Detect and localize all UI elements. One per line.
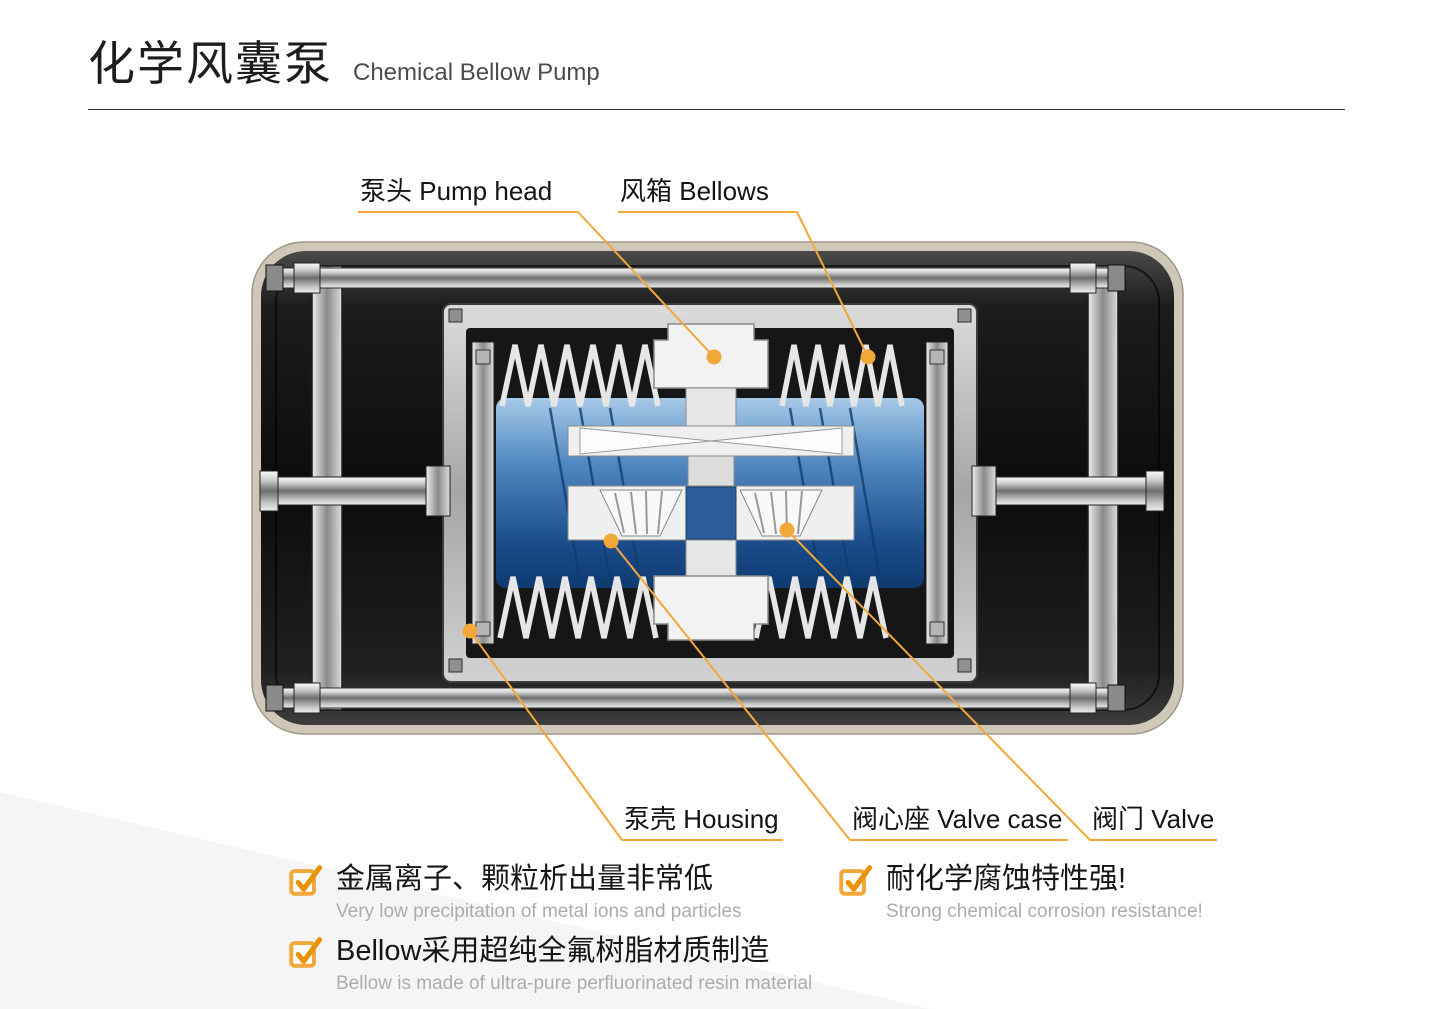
feature-text: 金属离子、颗粒析出量非常低 Very low precipitation of … xyxy=(336,862,742,924)
pump-cross-section-illustration xyxy=(251,241,1184,735)
feature-text-zh: Bellow采用超纯全氟树脂材质制造 xyxy=(336,935,770,967)
feature-text-en: Bellow is made of ultra-pure perfluorina… xyxy=(336,972,813,994)
feature-text: 耐化学腐蚀特性强! Strong chemical corrosion resi… xyxy=(886,862,1203,924)
feature-text-zh: 金属离子、颗粒析出量非常低 xyxy=(336,863,714,895)
checkbox-icon xyxy=(289,937,323,968)
bellows-flanges xyxy=(471,341,949,645)
feature-item-bellow-material: Bellow采用超纯全氟树脂材质制造 Bellow is made of ult… xyxy=(289,934,812,996)
page-title: 化学风囊泵 Chemical Bellow Pump xyxy=(88,40,1345,87)
feature-text-zh: 耐化学腐蚀特性强! xyxy=(886,863,1127,895)
label-housing: 泵壳 Housing xyxy=(624,804,779,834)
feature-text: Bellow采用超纯全氟树脂材质制造 Bellow is made of ult… xyxy=(336,934,812,996)
feature-item-metal-ions: 金属离子、颗粒析出量非常低 Very low precipitation of … xyxy=(289,862,742,924)
feature-text-en: Very low precipitation of metal ions and… xyxy=(336,900,742,922)
page-title-en: Chemical Bellow Pump xyxy=(353,59,600,86)
label-valve: 阀门 Valve xyxy=(1092,804,1215,834)
checkbox-icon xyxy=(289,865,323,896)
header: 化学风囊泵 Chemical Bellow Pump xyxy=(88,40,1345,110)
label-pump-head: 泵头 Pump head xyxy=(360,176,553,206)
bellows-top-left xyxy=(499,344,661,407)
label-bellows: 风箱 Bellows xyxy=(620,176,769,206)
feature-text-en: Strong chemical corrosion resistance! xyxy=(886,900,1203,922)
checkbox-icon xyxy=(839,865,873,896)
header-divider xyxy=(88,109,1345,110)
label-valve-case: 阀心座 Valve case xyxy=(852,804,1063,834)
feature-item-corrosion-resistance: 耐化学腐蚀特性强! Strong chemical corrosion resi… xyxy=(839,862,1203,924)
page-title-zh: 化学风囊泵 xyxy=(88,37,333,90)
